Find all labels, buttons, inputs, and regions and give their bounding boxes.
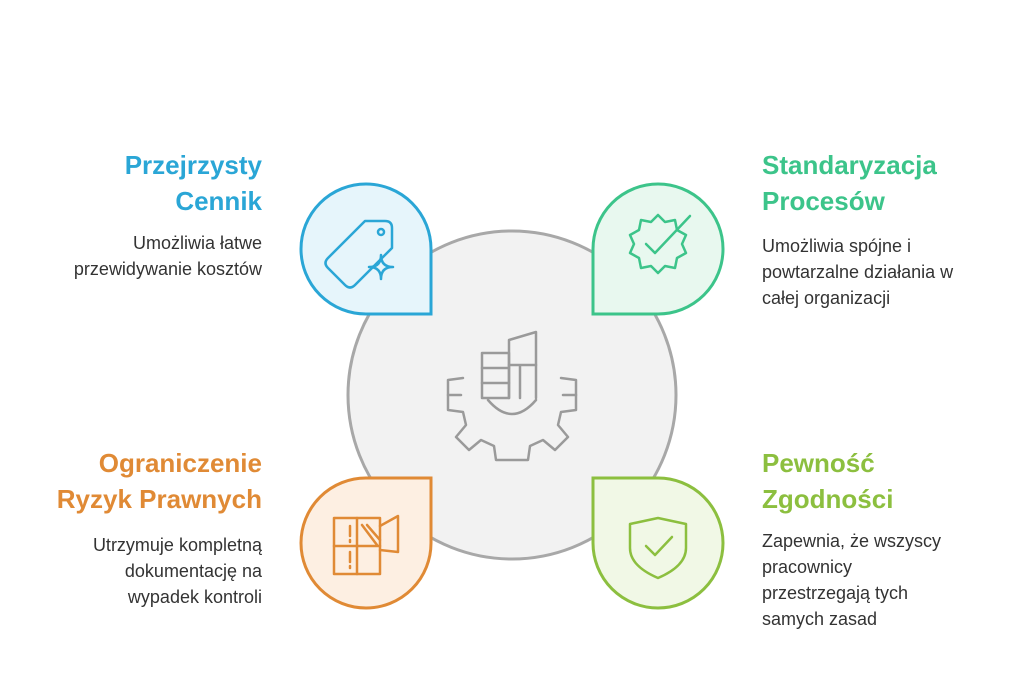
desc-line: przewidywanie kosztów [73, 259, 262, 279]
title-pewnosc-zgodnosci: Pewność Zgodności [762, 445, 1002, 517]
title-line: Ryzyk Prawnych [56, 484, 262, 514]
petal-ograniczenie-ryzyk [299, 476, 433, 610]
title-line: Przejrzysty [124, 150, 262, 180]
title-line: Cennik [175, 186, 262, 216]
petal-przejrzysty-cennik [299, 182, 433, 316]
title-przejrzysty-cennik: Przejrzysty Cennik [40, 147, 262, 219]
title-ograniczenie-ryzyk: Ograniczenie Ryzyk Prawnych [20, 445, 262, 517]
title-line: Procesów [762, 186, 885, 216]
desc-line: pracownicy [762, 557, 853, 577]
desc-line: przestrzegają tych [762, 583, 909, 603]
badge-check-icon [628, 213, 692, 275]
desc-pewnosc-zgodnosci: Zapewnia, że wszyscy pracownicy przestrz… [762, 528, 1012, 632]
desc-line: całej organizacji [762, 288, 891, 308]
title-line: Zgodności [762, 484, 894, 514]
title-line: Ograniczenie [98, 448, 262, 478]
building-gear-icon [446, 330, 578, 462]
desc-line: Utrzymuje kompletną [92, 535, 262, 555]
desc-line: Umożliwia łatwe [132, 233, 262, 253]
price-tag-icon [324, 219, 395, 289]
title-line: Pewność [762, 448, 875, 478]
petal-pewnosc-zgodnosci [591, 476, 725, 610]
desc-line: Umożliwia spójne i [762, 236, 912, 256]
title-standaryzacja-procesow: Standaryzacja Procesów [762, 147, 1002, 219]
shield-check-icon [628, 516, 688, 580]
title-line: Standaryzacja [762, 150, 937, 180]
desc-standaryzacja-procesow: Umożliwia spójne i powtarzalne działania… [762, 233, 1012, 311]
desc-line: powtarzalne działania w [762, 262, 954, 282]
desc-przejrzysty-cennik: Umożliwia łatwe przewidywanie kosztów [20, 230, 262, 282]
desc-line: dokumentację na [124, 561, 262, 581]
desc-line: samych zasad [762, 609, 878, 629]
desc-ograniczenie-ryzyk: Utrzymuje kompletną dokumentację na wypa… [20, 532, 262, 610]
desc-line: Zapewnia, że wszyscy [762, 531, 942, 551]
desc-line: wypadek kontroli [127, 587, 262, 607]
document-boxes-icon [332, 514, 400, 576]
